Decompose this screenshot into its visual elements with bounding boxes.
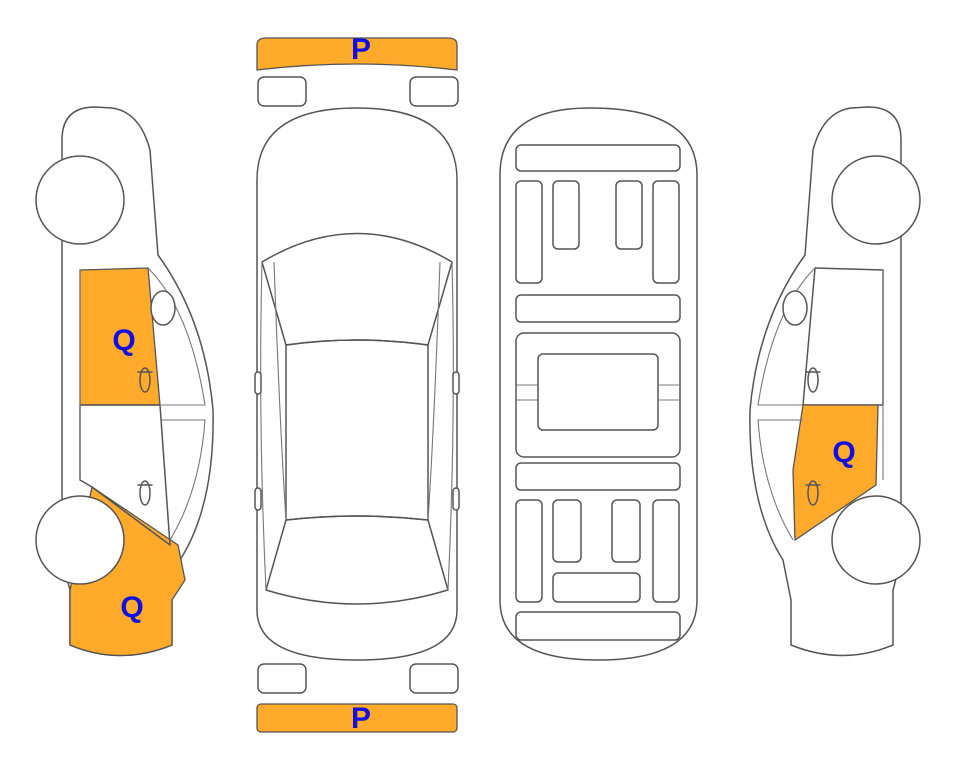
left-front-quarter-label: Q	[120, 591, 143, 624]
left-front-door-handle-icon	[137, 367, 153, 393]
left-window-line	[147, 267, 206, 406]
windshield	[261, 232, 453, 346]
rear-right-light	[409, 663, 459, 694]
underside-seat-4	[652, 180, 680, 284]
rear-bumper-label: P	[351, 702, 371, 735]
underside-seat-2	[552, 180, 580, 250]
right-front-door-outline	[802, 267, 884, 406]
right-rear-door[interactable]	[792, 404, 879, 542]
left-rear-wheel	[35, 155, 125, 245]
right-rear-door-label: Q	[832, 436, 855, 469]
underside-center-panel	[537, 353, 659, 431]
underside-seat-1	[515, 180, 543, 284]
left-rear-door-handle-icon	[137, 480, 153, 506]
underside-mid-bar-1	[515, 294, 681, 323]
right-side-body	[749, 106, 902, 657]
underside-seat-5	[515, 499, 543, 603]
underside-seat-8	[652, 499, 680, 603]
underside-seat-6	[552, 499, 582, 563]
left-front-wheel	[35, 495, 125, 585]
right-rear-wheel	[831, 155, 921, 245]
right-window-line-lower	[757, 419, 803, 541]
front-right-light	[409, 76, 459, 107]
top-left-mirror	[254, 371, 262, 395]
rear-window	[265, 515, 449, 605]
front-bumper[interactable]	[256, 37, 458, 71]
rear-bumper[interactable]	[256, 703, 458, 733]
left-a-pillar	[273, 261, 287, 521]
underside-seat-3	[615, 180, 643, 250]
underside-mid-bar-2	[515, 462, 681, 491]
left-front-door-label: Q	[112, 324, 135, 357]
underside-view	[499, 107, 698, 661]
roof	[285, 339, 429, 521]
rear-left-light	[257, 663, 307, 694]
left-window-line-lower	[160, 419, 206, 541]
right-rear-door-handle-icon	[805, 480, 821, 506]
right-window-line	[757, 267, 816, 406]
underside-seat-7	[611, 499, 641, 563]
top-body	[256, 107, 458, 661]
underside-rear-bar	[515, 611, 681, 641]
left-mirror	[150, 290, 176, 326]
left-side-view: Q Q	[35, 106, 214, 657]
top-view: P P	[254, 33, 460, 735]
right-front-door-handle-icon	[805, 367, 821, 393]
right-mirror	[782, 290, 808, 326]
top-right-mirror	[452, 371, 460, 395]
underside-front-bar	[515, 144, 681, 172]
front-left-light	[257, 76, 307, 107]
front-bumper-label: P	[351, 33, 371, 66]
left-side-line	[260, 261, 267, 591]
right-a-pillar	[427, 261, 441, 521]
top-left-handle	[254, 487, 262, 511]
right-front-wheel	[831, 495, 921, 585]
underside-body	[499, 107, 698, 661]
top-right-handle	[452, 487, 460, 511]
right-side-view: Q	[749, 106, 921, 657]
underside-tank	[552, 572, 641, 603]
right-side-line	[447, 261, 454, 591]
